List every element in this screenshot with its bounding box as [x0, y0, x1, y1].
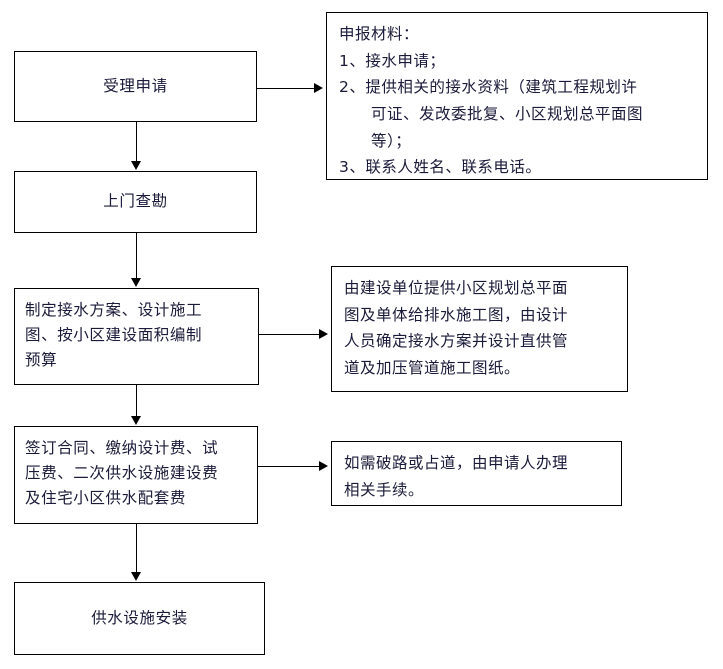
note-text-note-1: 申报材料： 1、接水申请； 2、提供相关的接水资料（建筑工程规划许 可证、发改委… [339, 25, 644, 177]
connector-arrowhead-step2-step3 [131, 278, 141, 287]
process-label-step-5: 供水设施安装 [91, 608, 188, 627]
process-box-step-2[interactable]: 上门查勘 [14, 171, 257, 233]
connector-line-step1-note1 [257, 88, 315, 89]
process-label-step-1: 受理申请 [103, 76, 168, 95]
process-box-step-1[interactable]: 受理申请 [14, 51, 257, 122]
connector-line-step1-step2 [136, 122, 137, 163]
connector-arrowhead-step1-step2 [131, 161, 141, 170]
note-box-note-1[interactable]: 申报材料： 1、接水申请； 2、提供相关的接水资料（建筑工程规划许 可证、发改委… [326, 12, 708, 180]
connector-line-step4-step5 [136, 524, 137, 574]
note-text-note-2: 由建设单位提供小区规划总平面 图及单体给排水施工图，由设计 人员确定接水方案并设… [344, 279, 569, 377]
connector-arrowhead-step3-step4 [131, 416, 141, 425]
note-text-note-3: 如需破路或占道，由申请人办理 相关手续。 [344, 454, 569, 499]
process-box-step-4[interactable]: 签订合同、缴纳设计费、试 压费、二次供水设施建设费 及住宅小区供水配套费 [14, 426, 258, 524]
connector-line-step2-step3 [136, 233, 137, 280]
process-box-step-3[interactable]: 制定接水方案、设计施工 图、按小区建设面积编制 预算 [14, 288, 259, 385]
connector-line-step3-step4 [136, 385, 137, 419]
connector-arrowhead-step4-note3 [319, 461, 328, 471]
connector-arrowhead-step4-step5 [131, 572, 141, 581]
connector-line-step3-note2 [259, 334, 320, 335]
process-label-step-3: 制定接水方案、设计施工 图、按小区建设面积编制 预算 [25, 301, 203, 370]
process-box-step-5[interactable]: 供水设施安装 [14, 582, 265, 655]
connector-arrowhead-step3-note2 [319, 329, 328, 339]
connector-line-step4-note3 [258, 466, 320, 467]
note-box-note-2[interactable]: 由建设单位提供小区规划总平面 图及单体给排水施工图，由设计 人员确定接水方案并设… [331, 266, 628, 392]
note-box-note-3[interactable]: 如需破路或占道，由申请人办理 相关手续。 [331, 441, 622, 506]
connector-arrowhead-step1-note1 [314, 83, 323, 93]
process-label-step-2: 上门查勘 [103, 192, 168, 211]
process-label-step-4: 签订合同、缴纳设计费、试 压费、二次供水设施建设费 及住宅小区供水配套费 [25, 439, 219, 508]
